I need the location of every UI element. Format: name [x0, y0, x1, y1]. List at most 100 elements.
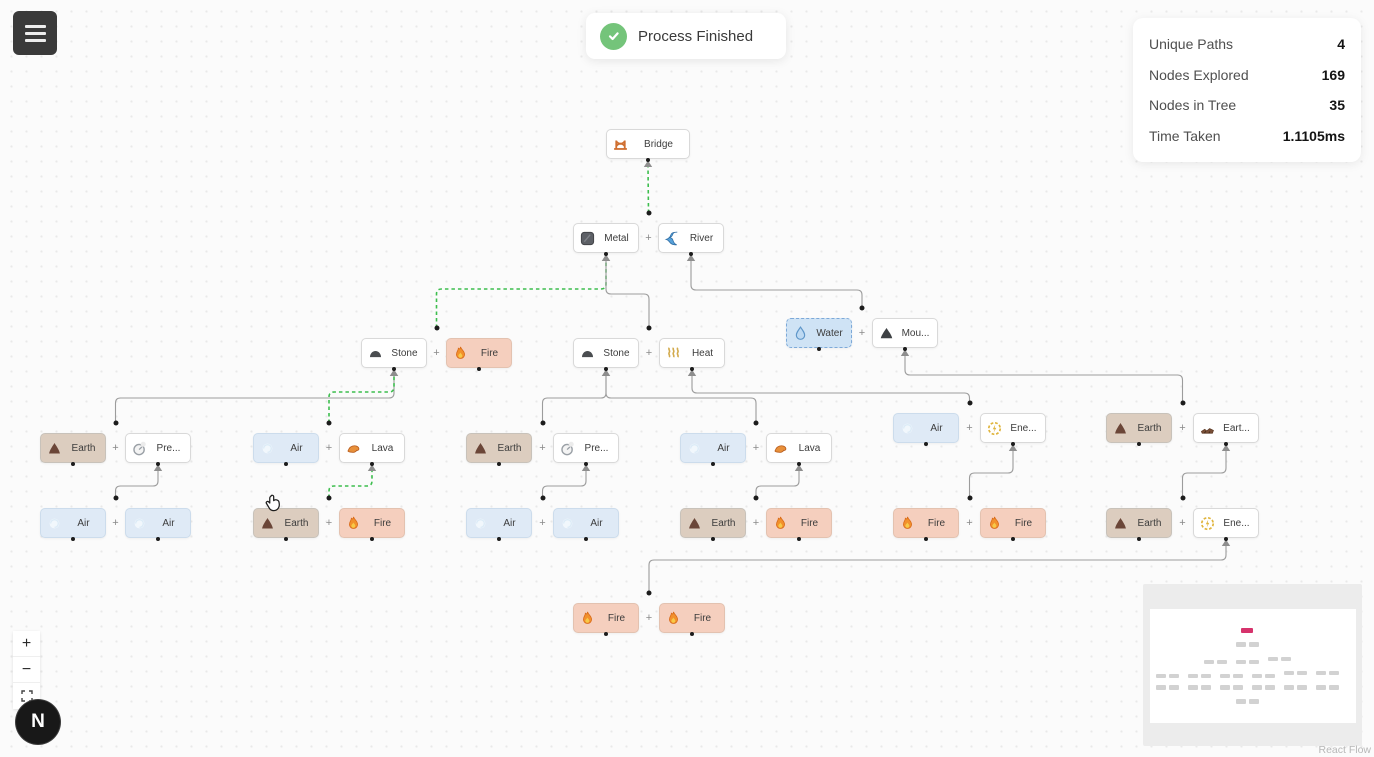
flow-node-n30-fire[interactable]: Fire [980, 508, 1046, 538]
flow-node-n25-air[interactable]: Air [466, 508, 532, 538]
minimap-node [1187, 685, 1198, 690]
react-flow-attribution[interactable]: React Flow [1318, 744, 1371, 756]
stat-value: 4 [1337, 36, 1345, 53]
minimap-node [1283, 670, 1294, 676]
flow-node-n27-earth[interactable]: Earth [680, 508, 746, 538]
minimap-node [1187, 673, 1198, 679]
flow-node-n14-pre[interactable]: Pre... [553, 433, 619, 463]
zoom-out-button[interactable]: − [13, 657, 40, 683]
flow-node-n0-bridge[interactable]: Bridge [606, 129, 690, 159]
minimap-node [1216, 659, 1227, 665]
node-label: Fire [607, 612, 626, 624]
node-label: Fire [693, 612, 712, 624]
minimap-viewport [1150, 609, 1356, 723]
flow-node-n12-lava[interactable]: Lava [339, 433, 405, 463]
flow-node-n5-stone[interactable]: Stone [361, 338, 427, 368]
flow-node-n33-fire[interactable]: Fire [573, 603, 639, 633]
node-label: Fire [1014, 517, 1033, 529]
plus-separator: + [1179, 422, 1186, 434]
node-bottom-handle [71, 536, 75, 541]
flow-node-n16-lava[interactable]: Lava [766, 433, 832, 463]
flow-node-n15-air[interactable]: Air [680, 433, 746, 463]
minimap-node [1219, 685, 1230, 690]
flow-node-n8-heat[interactable]: Heat [659, 338, 725, 368]
metal-icon [579, 230, 596, 247]
minimap-node [1156, 673, 1166, 679]
node-label: Pre... [584, 442, 609, 454]
node-bottom-handle [1224, 536, 1228, 541]
node-label: Earth [1137, 517, 1162, 529]
plus-separator: + [112, 517, 119, 529]
earthquake-icon [1199, 420, 1216, 437]
node-label: Air [717, 442, 730, 454]
node-bottom-handle [646, 157, 650, 162]
energy-icon [1199, 515, 1216, 532]
flow-node-n7-stone[interactable]: Stone [573, 338, 639, 368]
air-icon [559, 515, 576, 532]
minimap-node [1248, 659, 1259, 665]
energy-icon [986, 420, 1003, 437]
flow-node-n1-metal[interactable]: Metal [573, 223, 639, 253]
flow-node-n11-air[interactable]: Air [253, 433, 319, 463]
toast-label: Process Finished [638, 27, 754, 45]
flow-node-n9-earth[interactable]: Earth [40, 433, 106, 463]
minimap-node [1328, 685, 1339, 690]
flow-node-n26-air[interactable]: Air [553, 508, 619, 538]
node-label: Metal [604, 232, 629, 244]
earth-icon [686, 515, 703, 532]
flow-node-n6-fire[interactable]: Fire [446, 338, 512, 368]
minimap-node [1252, 685, 1262, 690]
zoom-in-button[interactable]: + [13, 631, 40, 657]
pair-junction-handle [1180, 400, 1185, 406]
node-bottom-handle [1011, 536, 1015, 541]
flow-node-n31-earth[interactable]: Earth [1106, 508, 1172, 538]
flow-node-n29-fire[interactable]: Fire [893, 508, 959, 538]
hamburger-menu-button[interactable] [13, 11, 57, 55]
river-icon [664, 230, 681, 247]
pair-junction-handle [859, 305, 865, 311]
flow-node-n32-ene[interactable]: Ene... [1193, 508, 1259, 538]
minimap[interactable] [1143, 584, 1362, 746]
flow-node-n3-water[interactable]: Water [786, 318, 852, 348]
nextjs-dev-badge[interactable]: N [16, 700, 60, 744]
flow-node-n13-earth[interactable]: Earth [466, 433, 532, 463]
flow-node-n10-pre[interactable]: Pre... [125, 433, 191, 463]
flow-node-n17-air[interactable]: Air [893, 413, 959, 443]
node-label: Ene... [1010, 422, 1037, 434]
node-bottom-handle [797, 536, 801, 541]
water-icon [792, 325, 809, 342]
node-bottom-handle [71, 461, 75, 466]
minimap-node [1280, 656, 1291, 662]
flow-node-n18-ene[interactable]: Ene... [980, 413, 1046, 443]
flow-node-n28-fire[interactable]: Fire [766, 508, 832, 538]
pair-junction-handle [753, 495, 759, 501]
flow-node-n22-air[interactable]: Air [125, 508, 191, 538]
node-bottom-handle [477, 366, 481, 371]
plus-separator: + [433, 347, 440, 359]
earth-icon [1112, 420, 1129, 437]
process-finished-toast: Process Finished [586, 13, 786, 59]
minimap-node [1283, 685, 1294, 690]
flow-node-n23-earth[interactable]: Earth [253, 508, 319, 538]
stat-value: 35 [1329, 97, 1345, 114]
minimap-node [1328, 670, 1339, 676]
node-label: Fire [800, 517, 819, 529]
flow-node-n19-earth[interactable]: Earth [1106, 413, 1172, 443]
minimap-node [1156, 685, 1166, 690]
pair-junction-handle [646, 590, 652, 596]
flow-node-n34-fire[interactable]: Fire [659, 603, 725, 633]
node-bottom-handle [797, 461, 801, 466]
flow-node-n24-fire[interactable]: Fire [339, 508, 405, 538]
air-icon [131, 515, 148, 532]
node-bottom-handle [370, 536, 374, 541]
stat-label: Nodes in Tree [1149, 97, 1237, 114]
flow-node-n20-eart[interactable]: Eart... [1193, 413, 1259, 443]
flow-node-n4-mou[interactable]: Mou... [872, 318, 938, 348]
node-bottom-handle [284, 461, 288, 466]
flow-node-n21-air[interactable]: Air [40, 508, 106, 538]
stat-label: Nodes Explored [1149, 66, 1249, 83]
flow-node-n2-river[interactable]: River [658, 223, 724, 253]
plus-separator: + [966, 517, 973, 529]
fire-icon [665, 610, 682, 627]
